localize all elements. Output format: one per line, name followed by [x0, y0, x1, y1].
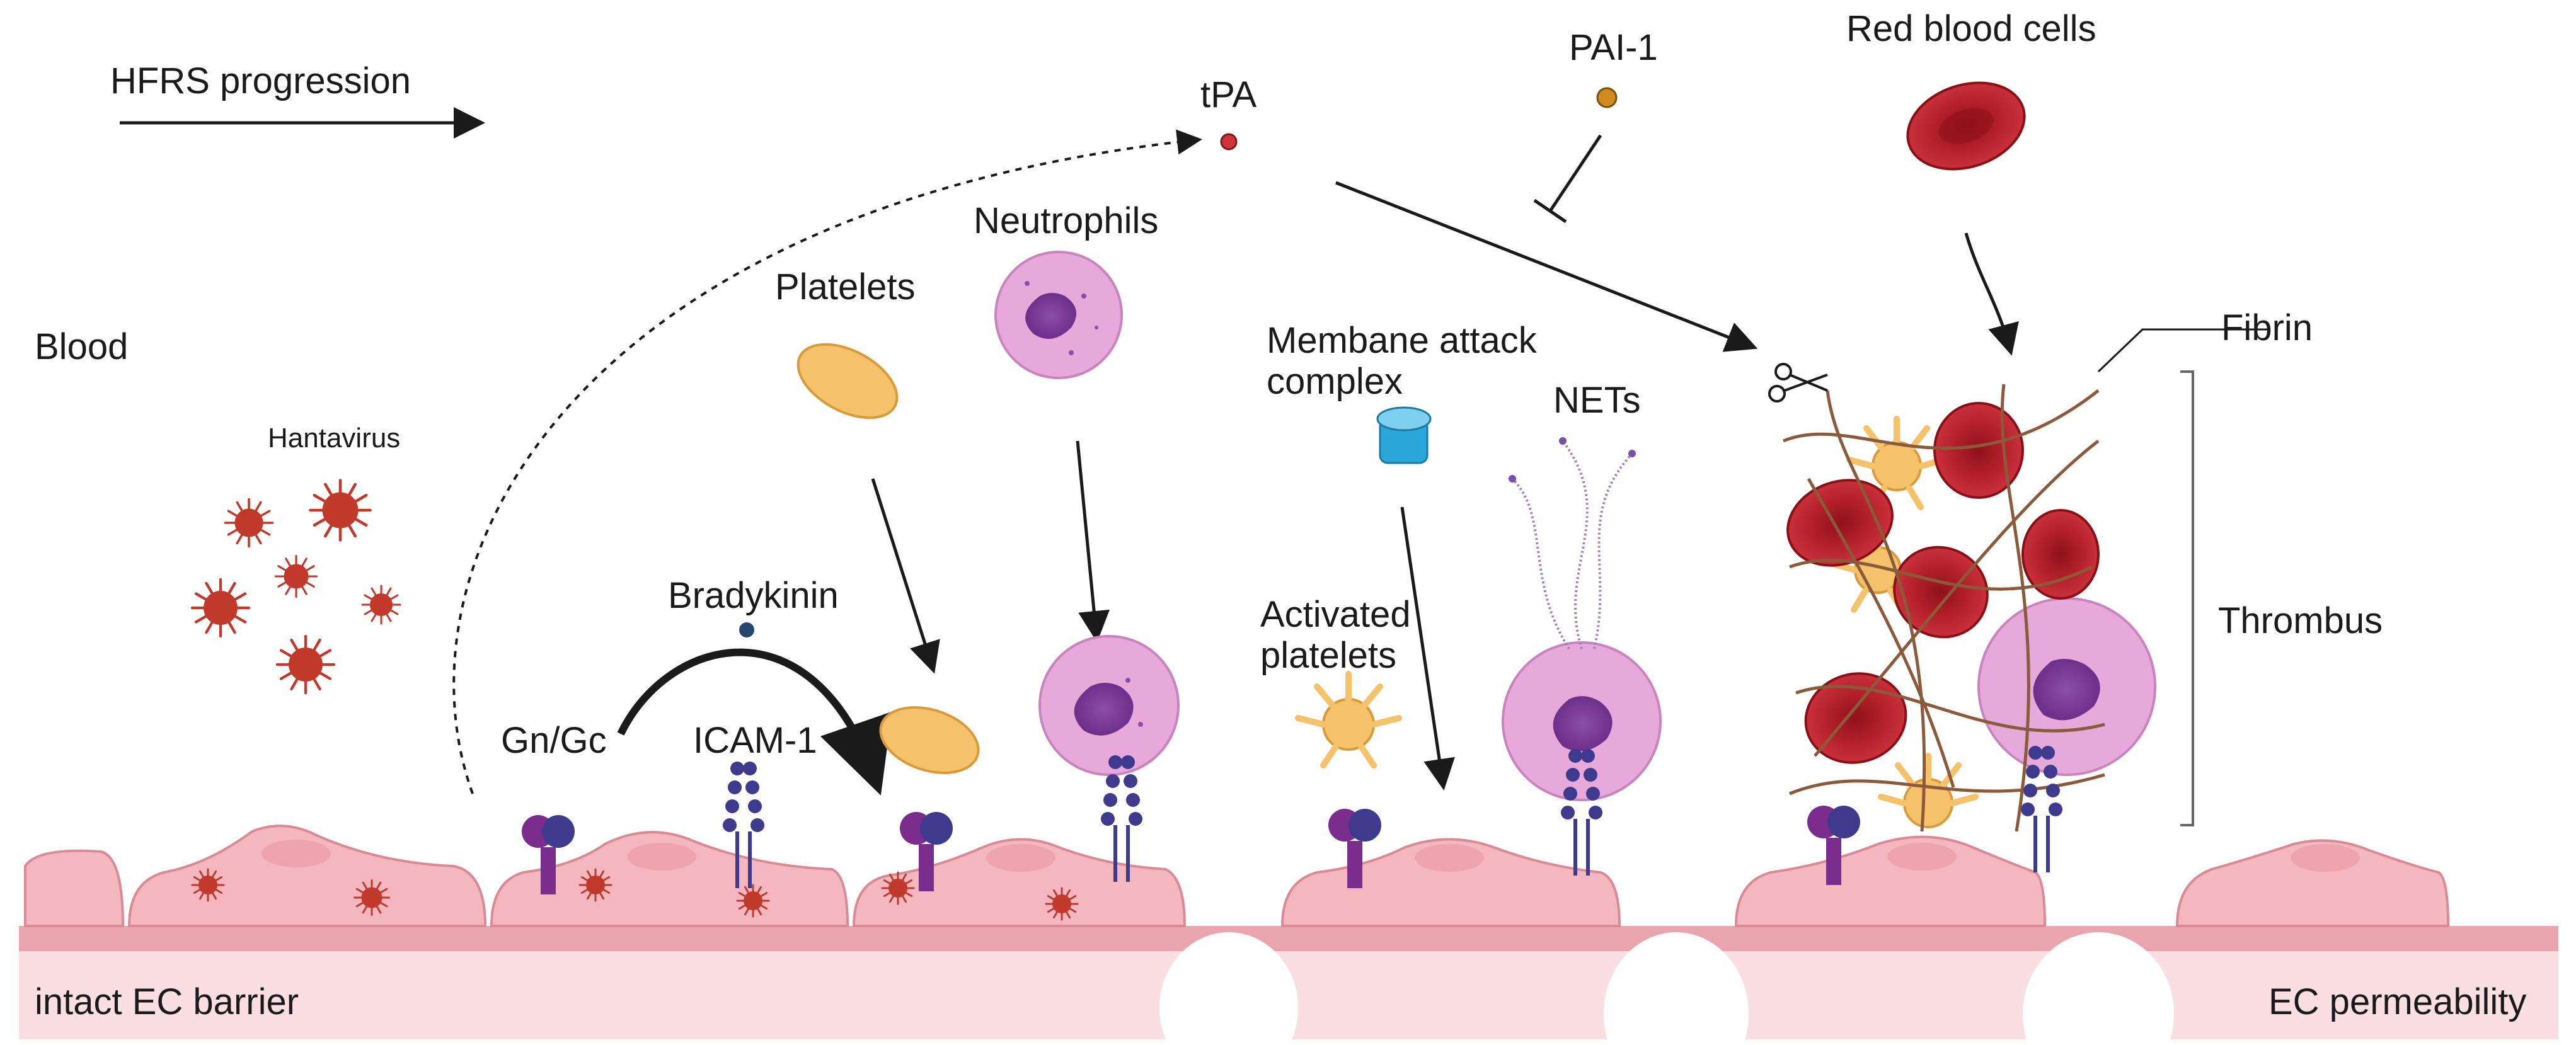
- neutrophil-arrow: [1076, 440, 1110, 642]
- net-strand: [1511, 477, 1570, 650]
- endothelial-cell: [127, 825, 487, 927]
- endothelial-cell: [24, 849, 125, 927]
- platelets-label: Platelets: [775, 266, 915, 307]
- cell-nucleus: [627, 843, 696, 871]
- hantavirus-cluster: [190, 479, 1079, 921]
- activated-platelets-label-line2: platelets: [1260, 635, 1396, 676]
- activated-platelet: [1295, 671, 1402, 768]
- hantavirus-label: Hantavirus: [268, 423, 400, 454]
- gn-gc-receptor: [1807, 806, 1860, 885]
- platelet-free: [796, 343, 899, 420]
- cell-nucleus: [262, 840, 331, 867]
- fibrin-strands: [1783, 384, 2105, 832]
- neutrophil-free: [994, 251, 1123, 379]
- neutrophils-label: Neutrophils: [974, 200, 1158, 241]
- gn-gc-label: Gn/Gc: [501, 720, 607, 761]
- activated-platelet: [1878, 753, 1979, 828]
- rbc-thrombus: [2021, 509, 2100, 600]
- cell-nucleus: [1415, 844, 1484, 872]
- rbc-arrow: [1964, 232, 2019, 356]
- ec-permeability-label: EC permeability: [2268, 981, 2526, 1022]
- gn-gc-receptor: [900, 812, 953, 891]
- endothelial-cell: [2175, 839, 2450, 927]
- mac-label-line2: complex: [1267, 361, 1403, 402]
- tpa-release-arrow: [452, 129, 1202, 794]
- red-blood-cells-label: Red blood cells: [1846, 8, 2096, 49]
- pai1-label: PAI-1: [1569, 27, 1658, 68]
- thrombus: [1783, 384, 2105, 832]
- endothelial-cell: [852, 838, 1187, 927]
- bradykinin-label: Bradykinin: [668, 575, 839, 616]
- permeability-gap: [1159, 932, 1298, 1045]
- hantavirus-particle: [881, 871, 915, 905]
- scissors-icon: [1768, 363, 1828, 403]
- endothelial-cell: [1734, 835, 2047, 927]
- tpa-label: tPA: [1200, 74, 1256, 115]
- blood-label: Blood: [35, 326, 128, 367]
- pai1-molecule: [1596, 87, 1618, 108]
- fibrin-label: Fibrin: [2221, 307, 2313, 348]
- receptors: [522, 746, 2062, 894]
- icam1-receptor: [1101, 755, 1142, 882]
- icam1-receptor: [1561, 749, 1602, 876]
- permeability-gap: [2023, 932, 2174, 1045]
- hantavirus-particle: [361, 585, 401, 625]
- rbc-free: [1906, 81, 2026, 171]
- icam1-receptor: [2021, 746, 2062, 872]
- rbc-thrombus: [1933, 402, 2024, 499]
- net-strand: [1561, 440, 1589, 649]
- icam1-receptor: [723, 762, 764, 888]
- permeability-gap: [1604, 932, 1749, 1045]
- fibrin-leader: [2097, 328, 2268, 373]
- hantavirus-particle: [224, 498, 274, 548]
- netosis-neutrophil: [1502, 437, 1662, 801]
- mac-arrow: [1400, 506, 1455, 791]
- cell-nucleus: [1887, 843, 1957, 871]
- pai1-inhibition-bar: [1533, 198, 1567, 224]
- membrane-attack-complex: [1376, 406, 1432, 464]
- cell-nucleus: [2291, 844, 2360, 872]
- gn-gc-receptor: [1328, 809, 1381, 888]
- hantavirus-particle: [1045, 887, 1079, 921]
- net-strand: [1593, 452, 1633, 649]
- hantavirus-particle: [190, 578, 251, 638]
- cell-nucleus: [986, 844, 1055, 872]
- thrombus-neutrophil: [1977, 597, 2156, 776]
- rbc-thrombus: [1804, 672, 1907, 764]
- tpa-to-fibrin-arrow: [1335, 181, 1758, 352]
- mac-label-line1: Membane attack: [1267, 320, 1538, 361]
- hantavirus-particle: [578, 868, 612, 902]
- intact-barrier-label: intact EC barrier: [35, 981, 299, 1022]
- hantavirus-particle: [275, 634, 336, 695]
- hantavirus-particle: [309, 479, 372, 542]
- hantavirus-particle: [191, 868, 225, 902]
- endothelial-cell: [1280, 838, 1621, 927]
- hantavirus-particle: [736, 884, 770, 918]
- tpa-molecule: [1220, 133, 1238, 151]
- thrombus-bracket: [2180, 370, 2194, 826]
- arrows: [120, 107, 2268, 826]
- rbc-thrombus: [1893, 545, 1989, 639]
- platelet-bound: [879, 706, 980, 774]
- hantavirus-particle: [354, 879, 390, 916]
- endothelium-layer: [19, 825, 2558, 1045]
- thrombus-label: Thrombus: [2218, 600, 2383, 641]
- hantavirus-particle: [274, 554, 318, 598]
- bradykinin-arrow: [617, 648, 892, 796]
- nets-label: NETs: [1553, 380, 1641, 421]
- activated-platelet: [1846, 416, 1947, 510]
- hfrs-progression-label: HFRS progression: [110, 60, 411, 101]
- platelet-arrow: [871, 478, 940, 674]
- pai1-inhibition-line: [1548, 134, 1602, 212]
- icam1-label: ICAM-1: [693, 720, 817, 761]
- gn-gc-receptor: [522, 815, 575, 894]
- bradykinin-molecule: [739, 622, 754, 637]
- activated-platelets-label-line1: Activated: [1260, 594, 1411, 635]
- neutrophil-bound: [1038, 635, 1180, 776]
